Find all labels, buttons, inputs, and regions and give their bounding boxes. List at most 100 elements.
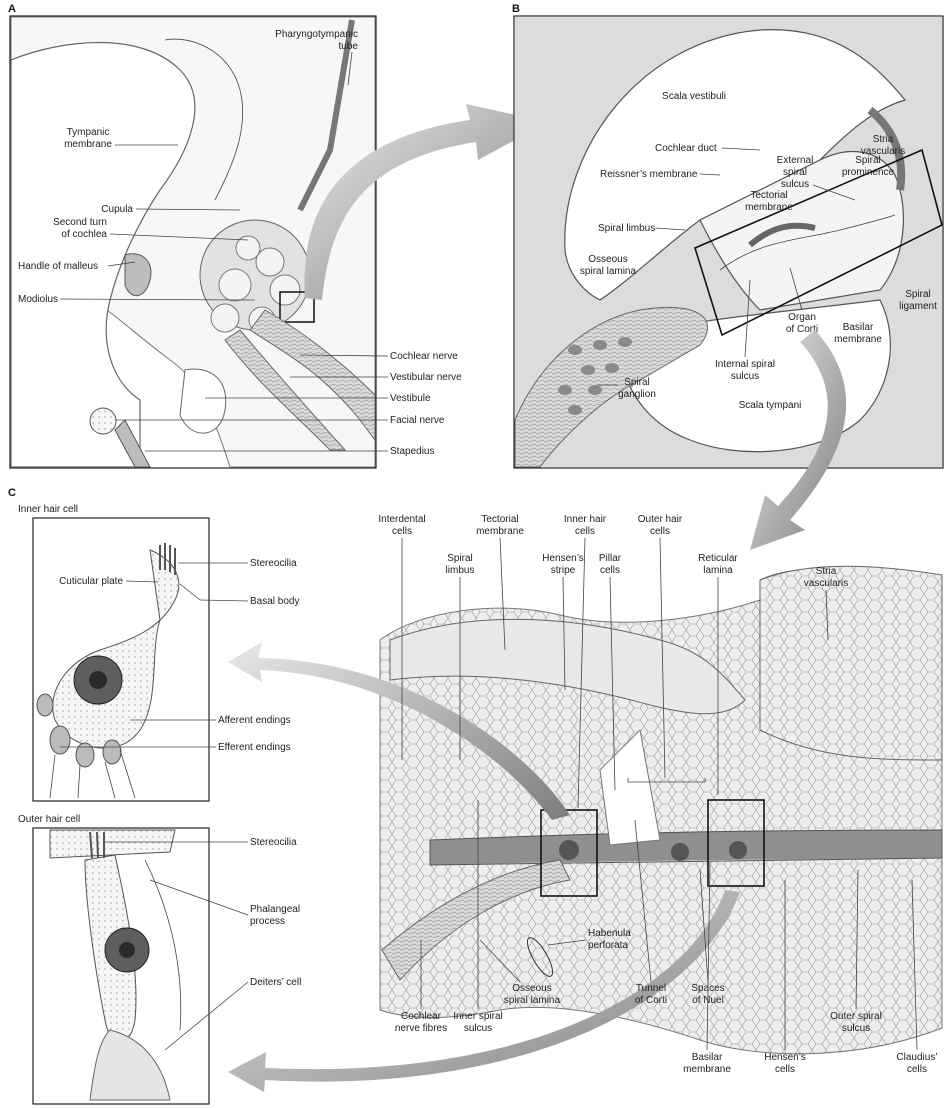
inner-hair-title: Inner hair cell [18, 504, 78, 515]
label-modiolus: Modiolus [18, 294, 58, 305]
label-stria-c: Stria [816, 566, 837, 577]
outer-hair-title: Outer hair cell [18, 814, 80, 825]
label-ihc-stereocilia: Stereocilia [250, 558, 297, 569]
label-deiters: Deiters’ cell [250, 977, 301, 988]
facial-nerve-shape [90, 408, 116, 434]
label-hensens-stripe: Hensen’s [542, 553, 584, 564]
label-organ: Organ [788, 312, 816, 323]
label-afferent: Afferent endings [218, 715, 291, 726]
label-tympanic-2: membrane [64, 139, 112, 150]
label-external-3: sulcus [781, 179, 809, 190]
label-hensens-cells: Hensen’s [764, 1052, 806, 1063]
label-tectorial-c: Tectorial [481, 514, 518, 525]
label-second-turn: Second turn [53, 217, 107, 228]
label-outer-hair-c: Outer hair [638, 514, 683, 525]
label-pillar-2: cells [600, 565, 620, 576]
label-handle-malleus: Handle of malleus [18, 261, 98, 272]
label-scala-vestibuli: Scala vestibuli [662, 91, 726, 102]
label-spiral-gang: Spiral [624, 377, 650, 388]
label-second-turn-2: of cochlea [61, 229, 107, 240]
label-outer-hair-c-2: cells [650, 526, 670, 537]
label-tectorial-c-2: membrane [476, 526, 524, 537]
label-cupula: Cupula [101, 204, 133, 215]
label-stria: Stria [873, 134, 894, 145]
label-tectorial: Tectorial [750, 190, 787, 201]
label-osseous-c-2: spiral lamina [504, 995, 561, 1006]
label-spiral-gang-2: ganglion [618, 389, 656, 400]
label-spiral-limbus-c-2: limbus [446, 565, 475, 576]
label-phalangeal: Phalangeal [250, 904, 300, 915]
label-stria-c-2: vascularis [804, 578, 848, 589]
label-outer-sulcus-2: sulcus [842, 1023, 870, 1034]
label-osseous-c: Osseous [512, 983, 551, 994]
label-claudius: Claudius’ [896, 1052, 937, 1063]
label-osseous-2: spiral lamina [580, 266, 637, 277]
label-hensens-cells-2: cells [775, 1064, 795, 1075]
stria-region [760, 566, 942, 760]
label-tectorial-2: membrane [745, 202, 793, 213]
label-basilar-b-2: membrane [834, 334, 882, 345]
label-pharyngotympanic: Pharyngotympanic [275, 29, 358, 40]
label-pillar: Pillar [599, 553, 622, 564]
label-phalangeal-2: process [250, 916, 285, 927]
label-ohc-stereocilia: Stereocilia [250, 837, 297, 848]
panel-c: C Inner hair cell Stereocilia Cuticular … [8, 487, 942, 1104]
panel-a-letter: A [8, 3, 16, 15]
label-reissner: Reissner’s membrane [600, 169, 698, 180]
panel-c-letter: C [8, 487, 16, 499]
outer-hair-nucleolus [119, 942, 135, 958]
label-basilar-b: Basilar [843, 322, 874, 333]
label-facial-nerve: Facial nerve [390, 415, 445, 426]
label-tunnel-2: of Corti [635, 995, 667, 1006]
label-external-2: spiral [783, 167, 807, 178]
label-cochlear-fibres-2: nerve fibres [395, 1023, 447, 1034]
ohc-nucleus-c1 [671, 843, 689, 861]
label-vestibular-nerve: Vestibular nerve [390, 372, 462, 383]
label-spiral-limbus: Spiral limbus [598, 223, 655, 234]
label-osseous: Osseous [588, 254, 627, 265]
label-basilar-c-2: membrane [683, 1064, 731, 1075]
label-cochlear-duct: Cochlear duct [655, 143, 717, 154]
label-spiral-lig-2: ligament [899, 301, 937, 312]
label-reticular-2: lamina [703, 565, 733, 576]
label-claudius-2: cells [907, 1064, 927, 1075]
label-pharyngotympanic-2: tube [339, 41, 359, 52]
label-tunnel: Tunnel [636, 983, 666, 994]
ohc-nucleus-c2 [729, 841, 747, 859]
label-interdental-2: cells [392, 526, 412, 537]
label-spiral-prom-2: prominence [842, 167, 895, 178]
label-basilar-c: Basilar [692, 1052, 723, 1063]
panel-b: B Scala vestibuli Stria vascula [512, 3, 943, 468]
ihc-nucleus-c [559, 840, 579, 860]
label-inner-sulcus-2: sulcus [464, 1023, 492, 1034]
panel-a: A Pharyngotympanic tube Tympanic [8, 3, 462, 468]
label-reticular: Reticular [698, 553, 738, 564]
label-basal-body: Basal body [250, 596, 299, 607]
label-inner-hair-c-2: cells [575, 526, 595, 537]
label-hensens-stripe-2: stripe [551, 565, 576, 576]
label-habenula: Habenula [588, 928, 631, 939]
label-inner-hair-c: Inner hair [564, 514, 607, 525]
label-internal: Internal spiral [715, 359, 775, 370]
label-spiral-lig: Spiral [905, 289, 931, 300]
label-cuticular: Cuticular plate [59, 576, 123, 587]
label-vestibule: Vestibule [390, 393, 431, 404]
label-efferent: Efferent endings [218, 742, 291, 753]
label-internal-2: sulcus [731, 371, 759, 382]
label-inner-sulcus: Inner spiral [453, 1011, 502, 1022]
label-spiral-limbus-c: Spiral [447, 553, 473, 564]
label-tympanic: Tympanic [67, 127, 110, 138]
label-spiral-prom: Spiral [855, 155, 881, 166]
inner-hair-nucleolus [89, 671, 107, 689]
label-external: External [777, 155, 814, 166]
label-outer-sulcus: Outer spiral [830, 1011, 882, 1022]
label-cochlear-nerve: Cochlear nerve [390, 351, 458, 362]
label-interdental: Interdental [378, 514, 425, 525]
label-cochlear-fibres: Cochlear [401, 1011, 442, 1022]
label-habenula-2: perforata [588, 940, 628, 951]
label-scala-tympani: Scala tympani [739, 400, 802, 411]
panel-b-letter: B [512, 3, 520, 15]
label-stapedius: Stapedius [390, 446, 434, 457]
